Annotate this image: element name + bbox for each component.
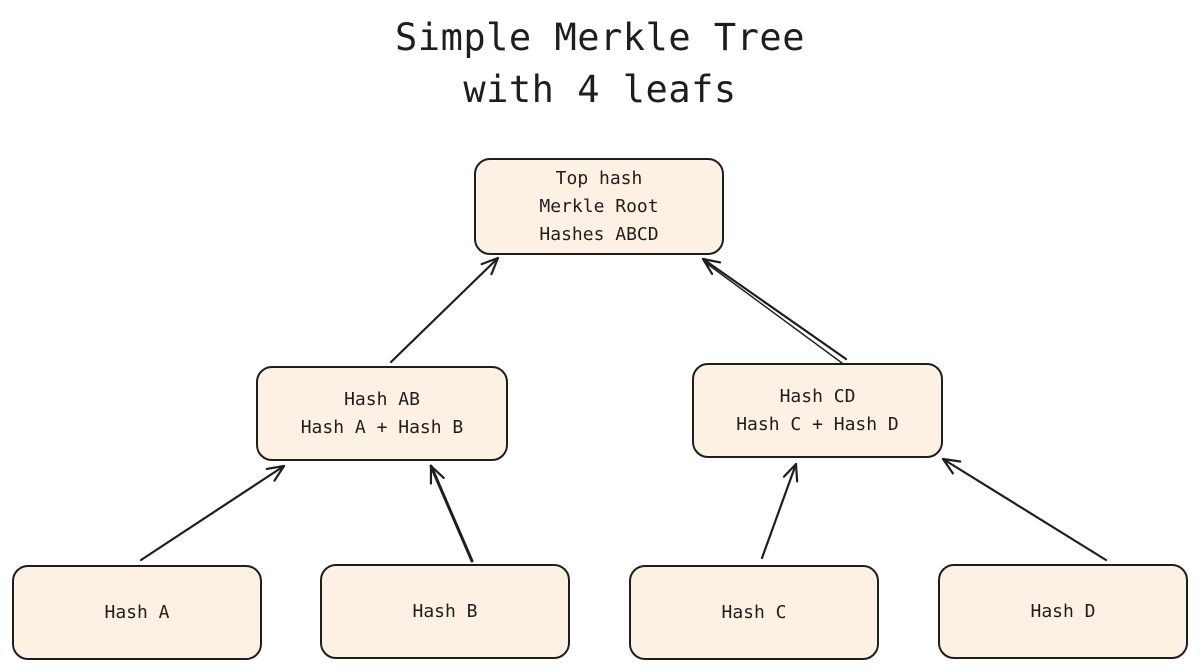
node-b-label: Hash B <box>412 600 478 622</box>
node-hash-a: Hash A <box>12 565 262 660</box>
node-ab-line-1: Hash AB <box>344 388 420 410</box>
edge-b-to-ab <box>429 464 474 563</box>
node-d-label: Hash D <box>1030 600 1096 622</box>
node-root-line-3: Hashes ABCD <box>539 223 659 245</box>
edge-ab-to-root <box>389 256 500 364</box>
node-top-hash-merkle-root: Top hash Merkle Root Hashes ABCD <box>474 158 724 255</box>
edge-c-to-cd <box>760 462 799 560</box>
node-root-line-1: Top hash <box>555 167 643 189</box>
diagram-title: Simple Merkle Tree with 4 leafs <box>0 12 1200 116</box>
node-ab-line-2: Hash A + Hash B <box>300 416 464 438</box>
edge-a-to-ab <box>139 464 286 562</box>
node-hash-d: Hash D <box>938 564 1188 659</box>
node-hash-ab: Hash AB Hash A + Hash B <box>256 366 508 461</box>
node-hash-cd: Hash CD Hash C + Hash D <box>692 363 943 458</box>
node-a-label: Hash A <box>104 601 170 623</box>
edge-d-to-cd <box>941 457 1108 562</box>
edge-cd-to-root <box>701 257 848 361</box>
node-c-label: Hash C <box>721 601 787 623</box>
title-line-1: Simple Merkle Tree <box>395 16 805 59</box>
node-cd-line-2: Hash C + Hash D <box>736 413 899 435</box>
title-line-2: with 4 leafs <box>463 68 737 111</box>
node-cd-line-1: Hash CD <box>779 385 856 407</box>
node-hash-b: Hash B <box>320 564 570 659</box>
edge-cd-to-root-sketch <box>705 262 843 364</box>
node-root-line-2: Merkle Root <box>539 195 659 217</box>
node-hash-c: Hash C <box>629 565 879 660</box>
